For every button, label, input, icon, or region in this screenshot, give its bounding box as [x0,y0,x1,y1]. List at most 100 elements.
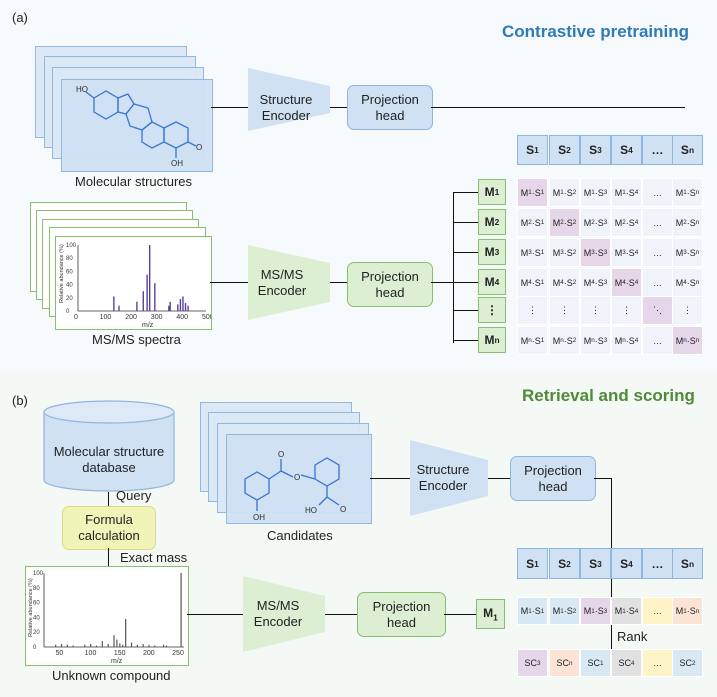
spectrum-y-tick: 80 [66,256,73,262]
rank-label: Rank [617,629,648,644]
spectrum-y-tick: 0 [66,309,70,315]
unknown-y-tick: 40 [33,615,40,621]
unknown-x-tick: 100 [85,650,97,657]
msms-encoder-label: MS/MS Encoder [257,267,307,298]
a-matrix-cell: … [642,208,673,237]
a-matrix-cell: ⋮ [517,296,548,325]
unknown-y-tick: 80 [33,586,40,592]
spectrum-axis-x: m/z [142,322,154,329]
unknown-axis-y: Relative abundance (%) [28,578,34,637]
spectrum-axis-y: Relative abundance (%) [59,244,65,303]
msms-encoder-shape [248,245,330,320]
candidate-label-o3: O [340,505,346,514]
spectrum-y-tick: 20 [66,296,73,302]
b-structure-encoder-shape [410,440,488,516]
structures-caption: Molecular structures [75,174,193,189]
panel-a-tag: (a) [12,10,28,25]
unknown-y-tick: 60 [33,601,40,607]
candidates-caption: Candidates [267,528,333,543]
candidate-label-o1: O [278,450,284,459]
unknown-compound-caption: Unknown compound [52,668,171,683]
b-s-header: … [642,548,673,579]
spectrum-x-tick: 0 [74,314,78,321]
spectra-caption: MS/MS spectra [92,332,181,347]
a-matrix-cell: … [642,178,673,207]
msms-projection-head: Projection head [347,262,433,307]
unknown-x-tick: 150 [114,650,126,657]
unknown-x-tick: 250 [172,650,184,657]
unknown-axis-x: m/z [111,658,123,665]
database-icon [43,400,175,492]
formula-calculation-box: Formula calculation [62,506,156,550]
b-msms-encoder-shape [243,576,325,652]
molecule-drawing: HO OH O [76,85,202,168]
a-matrix-cell: ⋱ [642,296,673,325]
spectrum-x-tick: 500 [202,314,211,321]
spectrum-y-tick: 100 [66,243,77,249]
b-m1-cell: M1 [476,599,505,629]
b-msms-encoder-label: MS/MS Encoder [253,598,303,629]
spectrum-y-tick: 60 [66,269,73,275]
candidate-molecule: OH HO O O O [244,450,346,522]
panel-b-tag: (b) [12,393,28,408]
panel-a-title: Contrastive pretraining [502,22,690,41]
candidate-label-ho: HO [305,506,317,515]
molecule-label-o: O [196,143,202,152]
contrastive-pretraining-panel: (a) Contrastive pretraining HO OH O Mole… [12,10,703,355]
a-matrix-cell: … [642,326,673,355]
unknown-x-tick: 200 [143,650,155,657]
candidate-card-front: OH HO O O O [226,434,372,524]
unknown-x-tick: 50 [56,650,64,657]
structure-encoder-shape [248,68,330,131]
a-s-header: … [642,135,673,165]
a-m-label: ⋮ [478,297,506,323]
spectrum-x-tick: 200 [125,314,137,321]
candidate-label-oh: OH [253,513,265,522]
a-matrix-cell: ⋮ [672,296,703,325]
b-msms-projection-head: Projection head [357,592,446,637]
a-matrix-cell: … [642,238,673,267]
database-label: Molecular structure database [53,444,165,475]
exact-mass-label: Exact mass [120,550,188,565]
molecule-label-oh: OH [171,159,183,168]
a-matrix-cell: ⋮ [549,296,580,325]
structure-projection-head: Projection head [347,85,433,130]
a-matrix-cell: ⋮ [611,296,642,325]
structure-encoder-label: Structure Encoder [259,92,313,123]
spectrum-y-tick: 40 [66,283,73,289]
retrieval-scoring-panel: (b) Retrieval and scoring Molecular stru… [0,372,717,697]
